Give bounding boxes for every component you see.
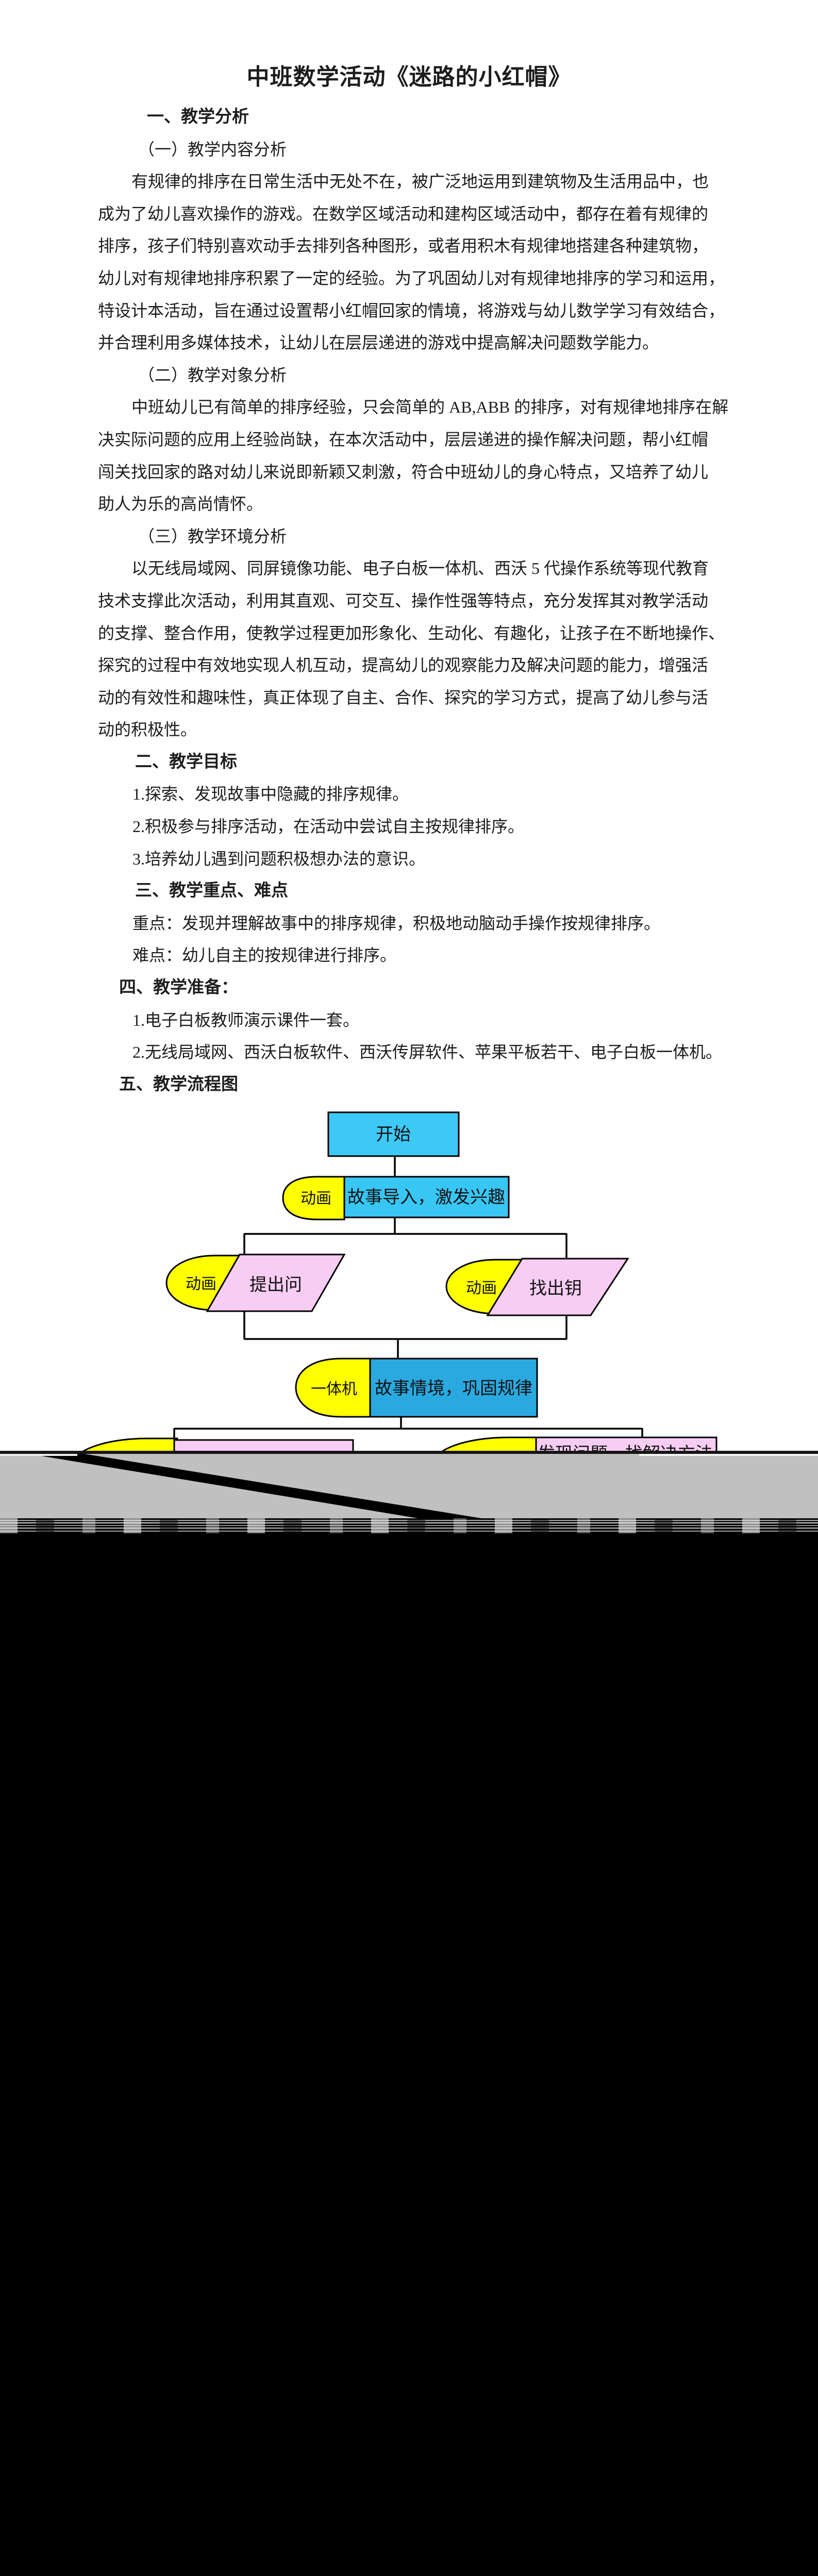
story-box xyxy=(369,1358,538,1418)
corruption-sliver-left xyxy=(0,1454,77,1456)
question-tag-label: 动画 xyxy=(186,1276,216,1293)
corruption-cut-line xyxy=(0,1451,818,1454)
paragraph-line: 决实际问题的应用上经验尚缺，在本次活动中，层层递进的操作解决问题，帮小红帽 xyxy=(98,430,709,449)
paragraph-line: 探究的过程中有效地实现人机互动，提高幼儿的观察能力及解决问题的能力，增强活 xyxy=(98,656,709,675)
paragraph-line: 有规律的排序在日常生活中无处不在，被广泛地运用到建筑物及生活用品中，也 xyxy=(131,172,709,191)
intro-tag-shape xyxy=(282,1176,345,1221)
section-heading-preparation: 四、教学准备： xyxy=(119,978,238,997)
key-tag-label: 动画 xyxy=(466,1280,497,1297)
paragraph-line: 闯关找回家的路对幼儿来说即新颖又刺激，符合中班幼儿的身心特点，又培养了幼儿 xyxy=(98,462,709,481)
intro-tag-label: 动画 xyxy=(301,1190,331,1207)
flowchart-node-key: 动画 找出钥 xyxy=(445,1258,629,1316)
paragraph-line: 以无线局域网、同屏镜像功能、电子白板一体机、西沃 5 代操作系统等现代教育 xyxy=(131,559,709,578)
subsection-learner-analysis: （二）教学对象分析 xyxy=(138,365,287,384)
start-label: 开始 xyxy=(376,1125,411,1144)
section-heading-analysis: 一、教学分析 xyxy=(147,108,249,126)
paragraph-line: 技术支撑此次活动，利用其直观、可交互、操作性强等特点，充分发挥其对教学活动 xyxy=(98,591,709,610)
document-body: 一、教学分析 （一）教学内容分析 有规律的排序在日常生活中无处不在，被广泛地运用… xyxy=(98,101,732,1100)
flowchart-node-intro: 动画 故事导入，激发兴趣 xyxy=(282,1176,510,1221)
section-heading-key-points: 三、教学重点、难点 xyxy=(135,882,288,901)
paragraph-line: 特设计本活动，旨在通过设置帮小红帽回家的情境，将游戏与幼儿数学学习有效结合， xyxy=(98,301,725,320)
key-point-line: 重点：发现并理解故事中的排序规律，积极地动脑动手操作按规律排序。 xyxy=(132,913,661,933)
objective-item-1: 1.探索、发现故事中隐藏的排序规律。 xyxy=(132,785,409,804)
paragraph-line: 助人为乐的高尚情怀。 xyxy=(98,495,263,514)
intro-box xyxy=(343,1176,510,1218)
intro-label: 故事导入，激发兴趣 xyxy=(347,1188,505,1207)
question-parallelogram xyxy=(206,1253,346,1312)
paragraph-line: 成为了幼儿喜欢操作的游戏。在数学区域活动和建构区域活动中，都存在着有规律的 xyxy=(98,204,709,223)
preparation-item-2: 2.无线局域网、西沃白板软件、西沃传屏软件、苹果平板若干、电子白板一体机。 xyxy=(132,1043,723,1062)
corruption-black-area xyxy=(0,1533,818,2576)
story-tag-label: 一体机 xyxy=(311,1381,357,1398)
flowchart-node-story: 一体机 故事情境，巩固规律 xyxy=(295,1358,538,1418)
question-label: 提出问 xyxy=(249,1275,302,1295)
corruption-noise-band xyxy=(0,1518,818,1533)
paragraph-line: 幼儿对有规律地排序积累了一定的经验。为了巩固幼儿对有规律地排序的学习和运用， xyxy=(98,268,725,287)
difficulty-line: 难点：幼儿自主的按规律进行排序。 xyxy=(132,946,397,965)
key-parallelogram xyxy=(486,1258,629,1316)
subsection-content-analysis: （一）教学内容分析 xyxy=(138,140,287,159)
preparation-item-1: 1.电子白板教师演示课件一套。 xyxy=(132,1010,360,1029)
paragraph-line: 动的有效性和趣味性，真正体现了自主、合作、探究的学习方式，提高了幼儿参与活 xyxy=(98,688,709,707)
paragraph-line: 中班幼儿已有简单的排序经验，只会简单的 AB,ABB 的排序，对有规律地排序在解 xyxy=(131,398,729,417)
section-heading-flowchart: 五、教学流程图 xyxy=(119,1075,238,1094)
story-label: 故事情境，巩固规律 xyxy=(375,1379,532,1398)
paragraph-line: 的支撑、整合作用，使教学过程更加形象化、生动化、有趣化，让孩子在不断地操作、 xyxy=(98,623,725,642)
page-title: 中班数学活动《迷路的小红帽》 xyxy=(246,64,572,90)
corruption-diagonal-stripe xyxy=(29,1454,481,1518)
paragraph-line: 动的积极性。 xyxy=(98,720,197,739)
teaching-flowchart: 开始 动画 故事导入，激发兴趣 动画 提出问 动画 找出钥 一体机 故事情境，巩… xyxy=(74,1111,717,1458)
flowchart-node-start: 开始 xyxy=(327,1111,460,1157)
corruption-sliver-right xyxy=(639,1454,818,1456)
objective-item-2: 2.积极参与排序活动，在活动中尝试自主按规律排序。 xyxy=(132,817,525,836)
paragraph-line: 并合理利用多媒体技术，让幼儿在层层递进的游戏中提高解决问题数学能力。 xyxy=(98,333,659,352)
key-label: 找出钥 xyxy=(529,1279,582,1298)
section-heading-objectives: 二、教学目标 xyxy=(135,752,237,771)
paragraph-line: 排序，孩子们特别喜欢动手去排列各种图形，或者用积木有规律地搭建各种建筑物， xyxy=(98,236,709,256)
subsection-environment-analysis: （三）教学环境分析 xyxy=(138,527,287,546)
corruption-gray-band xyxy=(0,1454,818,1518)
start-box xyxy=(327,1111,460,1157)
flowchart-node-question: 动画 提出问 xyxy=(165,1253,346,1312)
story-tag-shape xyxy=(295,1358,371,1418)
objective-item-3: 3.培养幼儿遇到问题积极想办法的意识。 xyxy=(132,849,426,868)
